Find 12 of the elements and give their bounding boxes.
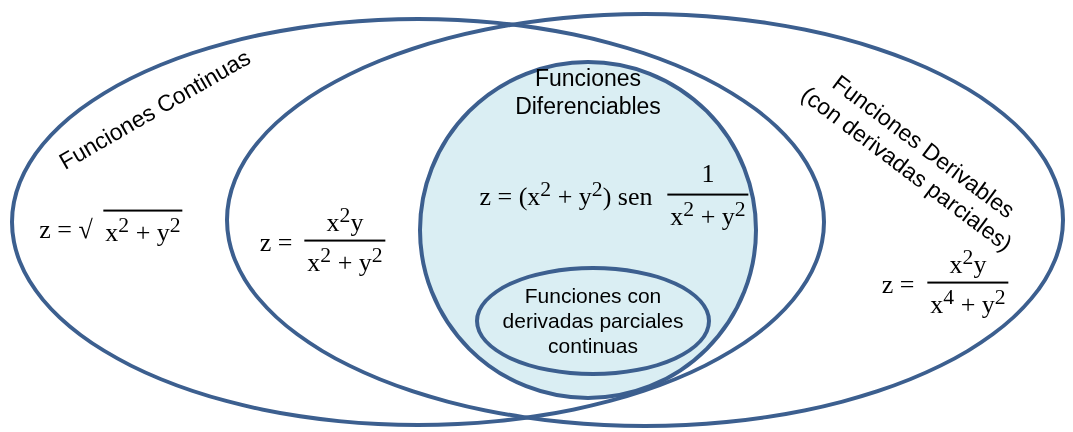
- formula-text: z = √: [39, 214, 93, 246]
- formula-text: z =: [259, 227, 293, 259]
- fraction-denominator: x$^{2}$ + y$^{2}$: [667, 193, 749, 233]
- set-label: Funciones con derivadas parciales continuas: [501, 283, 685, 359]
- formula-text: z =: [881, 269, 915, 301]
- fraction-denominator: x$^{4}$ + y$^{2}$: [927, 281, 1009, 321]
- formula-text: z = (x$^{2}$ + y$^{2}$) sen: [479, 175, 653, 213]
- formula-text: x$^{2}$y: [326, 201, 364, 239]
- formula-text: 1: [701, 158, 715, 190]
- fraction-denominator: x$^{2}$ + y$^{2}$: [304, 239, 386, 279]
- set-label: Funciones Diferenciables: [514, 65, 662, 121]
- square-root-radicand: x$^{2}$ + y$^{2}$: [103, 209, 183, 249]
